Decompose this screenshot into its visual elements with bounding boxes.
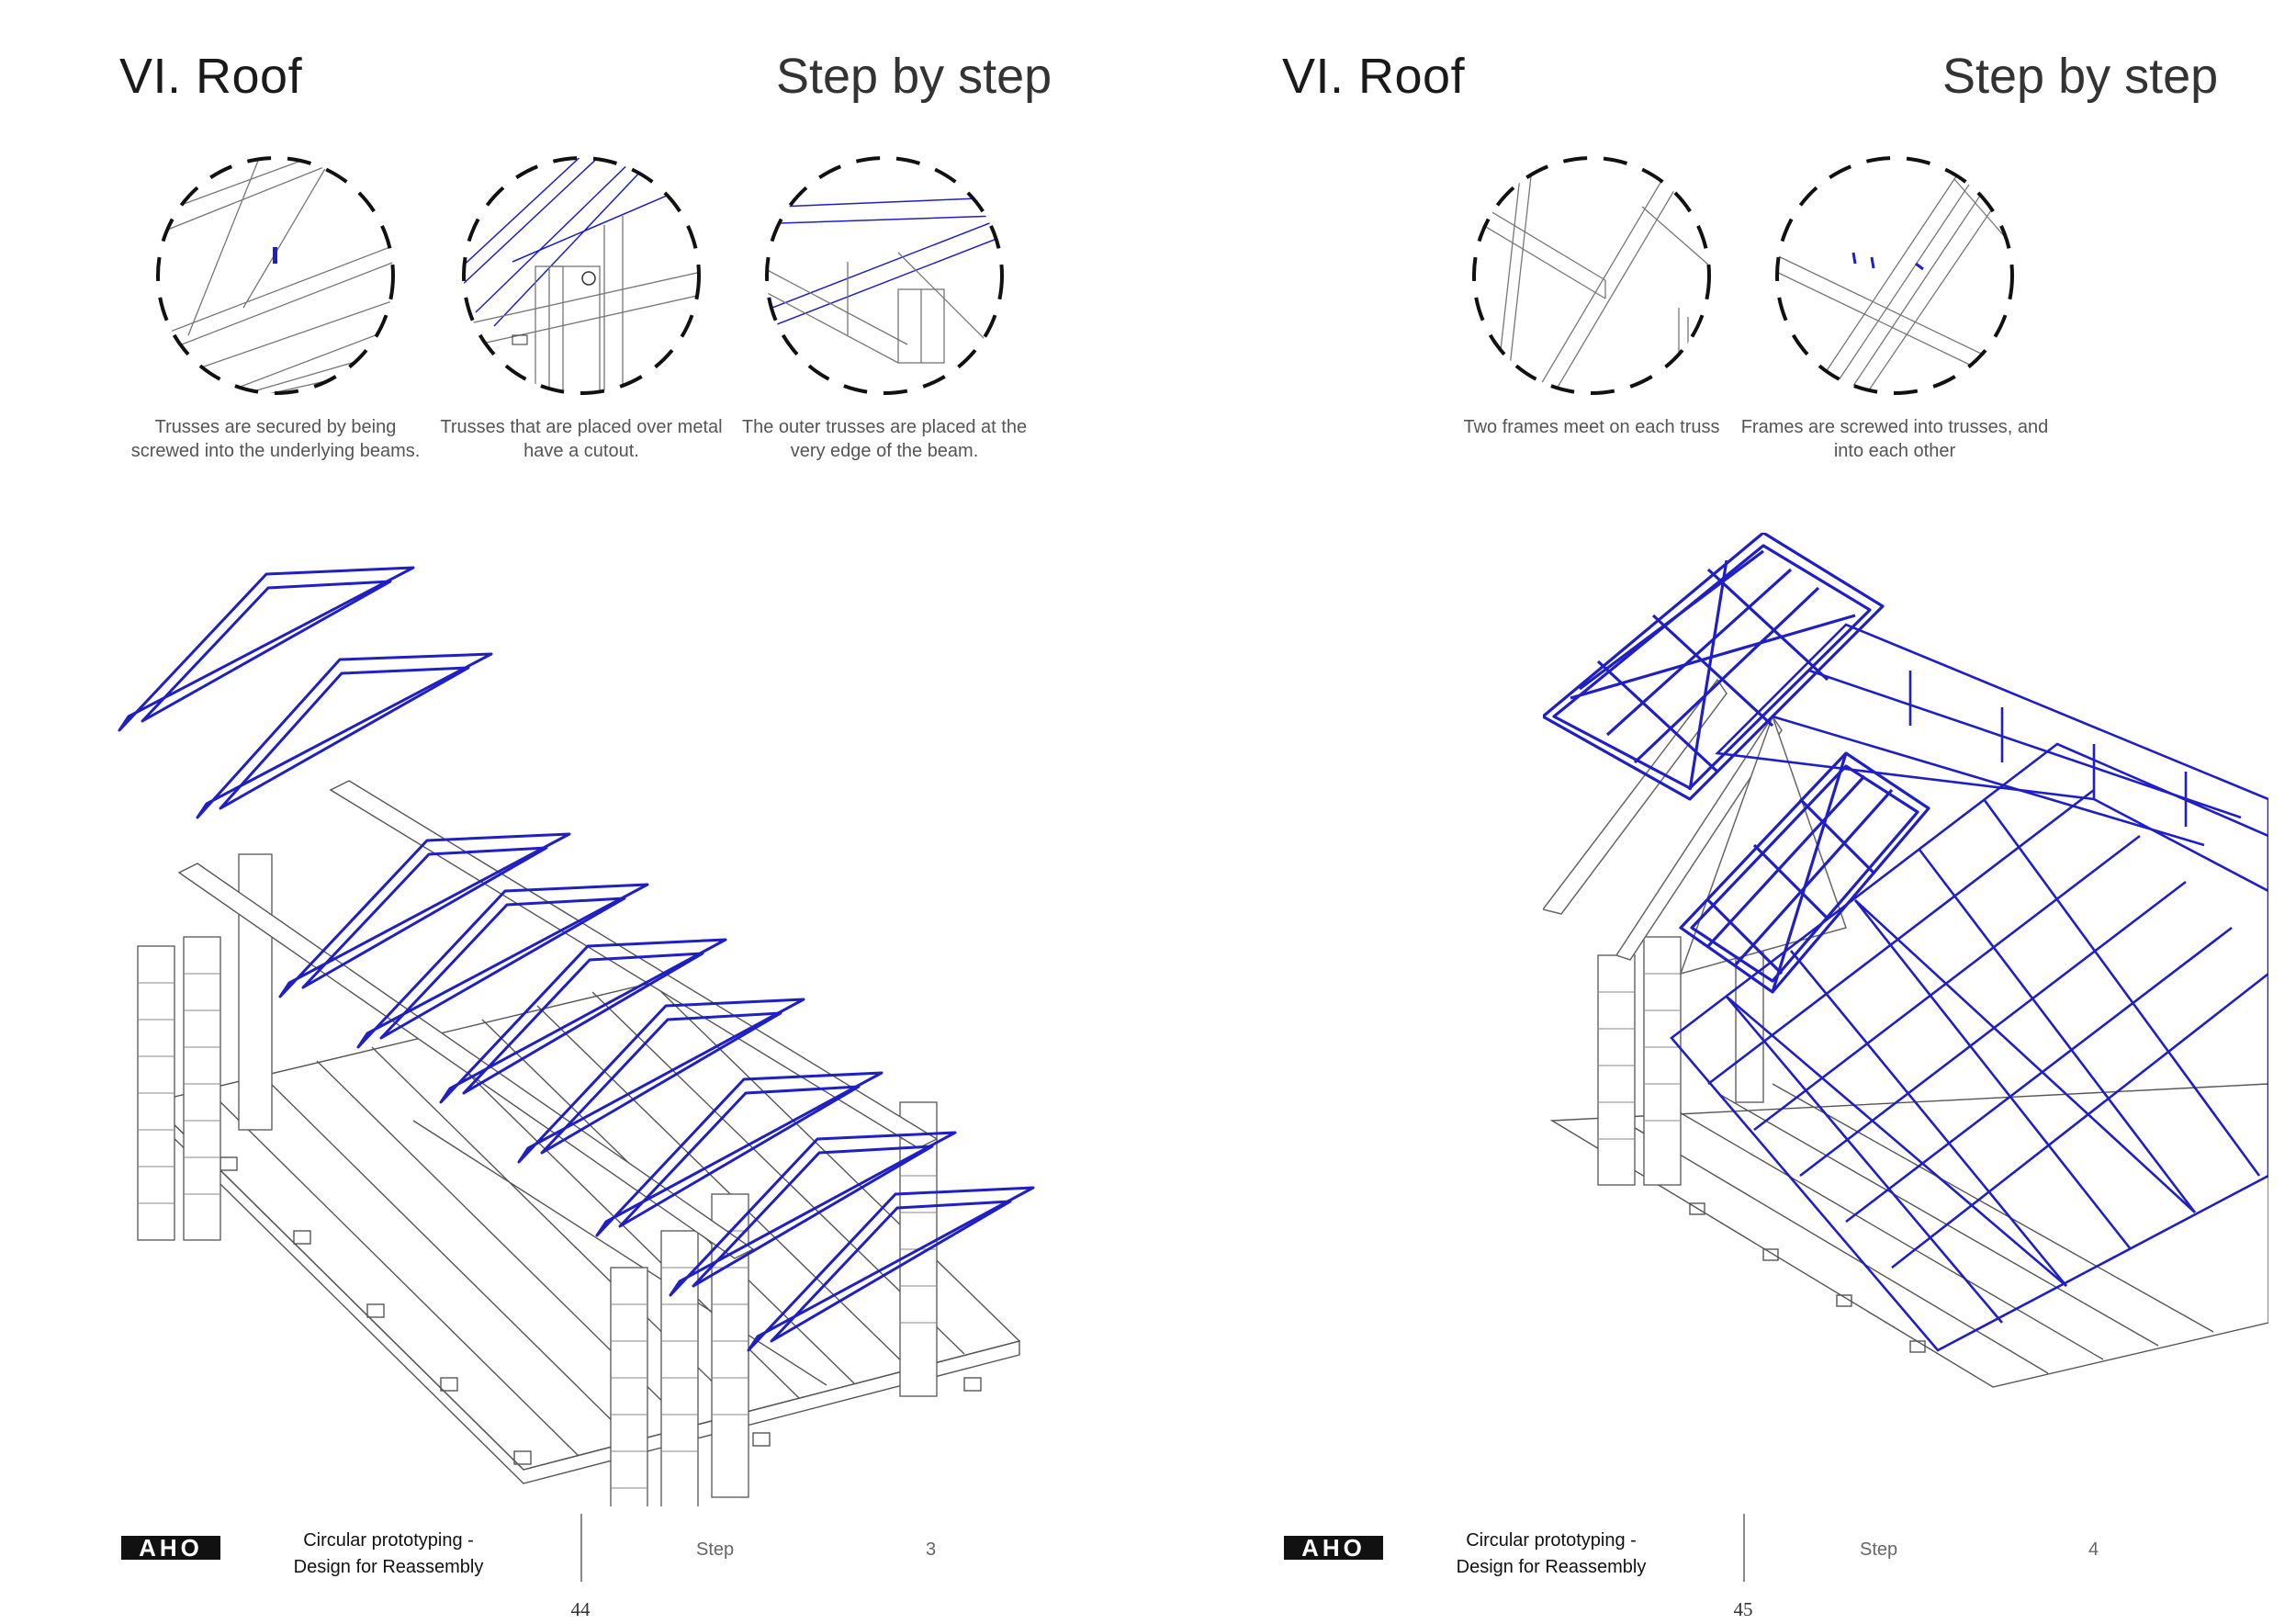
project-line-2: Design for Reassembly xyxy=(293,1557,484,1577)
detail-circle-edge-truss xyxy=(760,152,1008,400)
footer-step-label: Step xyxy=(696,1539,735,1560)
detail-circle-screwed-truss xyxy=(152,152,400,400)
footer-step-number: 4 xyxy=(2088,1539,2099,1560)
caption-1: Trusses are secured by being screwed int… xyxy=(130,417,421,461)
footer-project-title: Circular prototyping - Design for Reasse… xyxy=(255,1528,522,1581)
project-line-2: Design for Reassembly xyxy=(1456,1557,1647,1577)
page-number: 44 xyxy=(570,1598,591,1620)
axonometric-trusses-drawing xyxy=(118,566,1035,1506)
detail-circle-frames-screwed xyxy=(1771,152,2019,400)
footer-divider xyxy=(580,1514,582,1582)
page-title: VI. Roof xyxy=(1282,49,1466,104)
svg-text:AHO: AHO xyxy=(139,1536,203,1560)
project-line-1: Circular prototyping - xyxy=(303,1530,474,1551)
footer-step-number: 3 xyxy=(926,1539,937,1560)
detail-circle-cutout-truss xyxy=(457,152,705,400)
detail-circle-frames-meet xyxy=(1468,152,1716,400)
axonometric-roof-frames-drawing xyxy=(1543,533,2268,1388)
caption-1: Two frames meet on each truss xyxy=(1463,417,1720,437)
aho-logo: AHO xyxy=(121,1536,220,1560)
svg-text:AHO: AHO xyxy=(1301,1536,1366,1560)
page-title: VI. Roof xyxy=(119,49,303,104)
screw-icon xyxy=(273,247,277,264)
caption-2: Frames are screwed into trusses, and int… xyxy=(1740,417,2049,461)
page-right: VI. Roof Step by step Two frames meet on… xyxy=(1148,0,2296,1624)
page-number: 45 xyxy=(1733,1598,1753,1620)
caption-3: The outer trusses are placed at the very… xyxy=(741,417,1028,461)
footer-project-title: Circular prototyping - Design for Reasse… xyxy=(1418,1528,1684,1581)
footer-divider xyxy=(1743,1514,1745,1582)
page-subtitle: Step by step xyxy=(1942,49,2219,104)
footer-step-label: Step xyxy=(1860,1539,1898,1560)
project-line-1: Circular prototyping - xyxy=(1466,1530,1637,1551)
page-left: VI. Roof Step by step Trusses are secure… xyxy=(118,49,1052,1620)
page-subtitle: Step by step xyxy=(776,49,1052,104)
screw-icon xyxy=(1851,252,1857,265)
aho-logo: AHO xyxy=(1284,1536,1383,1560)
caption-2: Trusses that are placed over metal have … xyxy=(440,417,723,461)
